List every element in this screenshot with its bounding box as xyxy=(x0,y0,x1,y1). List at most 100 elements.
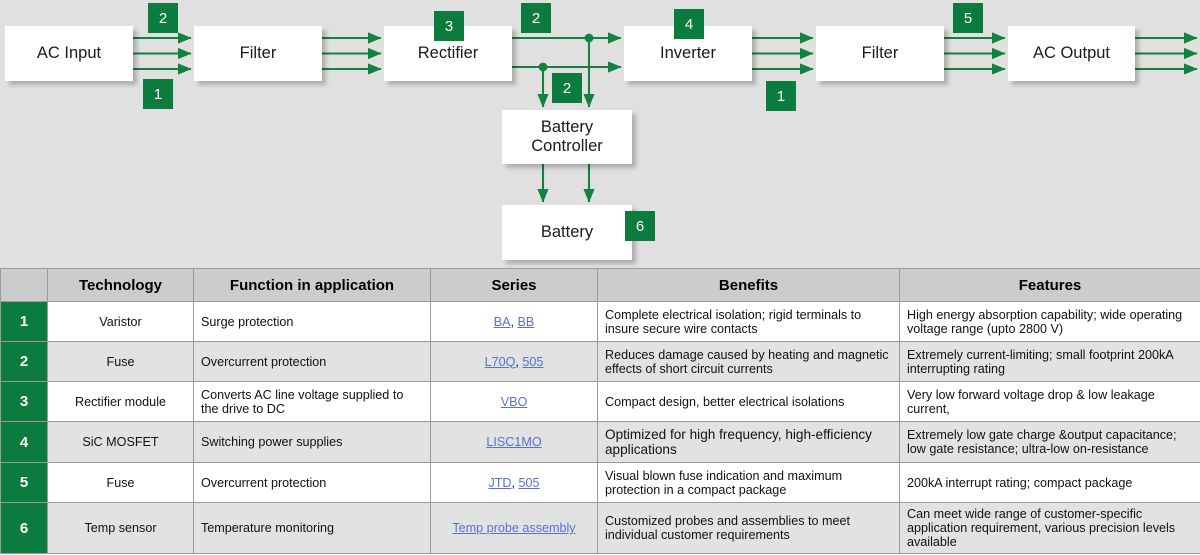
table-header-row: Technology Function in application Serie… xyxy=(0,268,1200,302)
series-separator: , xyxy=(511,475,519,490)
row-number-badge: 1 xyxy=(0,301,48,342)
cell-technology: Temp sensor xyxy=(47,502,194,554)
series-link[interactable]: JTD xyxy=(488,475,512,490)
badge-inverter-out-label: 1 xyxy=(776,87,786,105)
cell-benefits: Reduces damage caused by heating and mag… xyxy=(597,341,900,382)
cell-technology: Varistor xyxy=(47,301,194,342)
badge-ac-in-top-label: 2 xyxy=(158,9,168,27)
cell-technology: Fuse xyxy=(47,462,194,503)
series-link[interactable]: VBO xyxy=(500,394,528,409)
series-separator: , xyxy=(515,354,523,369)
cell-benefits: Visual blown fuse indication and maximum… xyxy=(597,462,900,503)
table-header: Technology Function in application Serie… xyxy=(0,268,1200,302)
column-header-function: Function in application xyxy=(193,268,431,302)
series-link[interactable]: BB xyxy=(517,314,535,329)
badge-battery-branch: 2 xyxy=(552,73,582,103)
component-spec-table: Technology Function in application Serie… xyxy=(0,268,1200,554)
row-number-badge: 4 xyxy=(0,421,48,463)
table-row: 2 Fuse Overcurrent protection L70Q, 505 … xyxy=(0,341,1200,382)
cell-features: Extremely low gate charge &output capaci… xyxy=(899,421,1200,463)
node-ac-input-label: AC Input xyxy=(36,44,102,63)
series-separator: , xyxy=(510,314,518,329)
cell-features: 200kA interrupt rating; compact package xyxy=(899,462,1200,503)
row-number-badge: 3 xyxy=(0,381,48,422)
cell-series: VBO xyxy=(430,381,598,422)
cell-function: Overcurrent protection xyxy=(193,462,431,503)
cell-function: Temperature monitoring xyxy=(193,502,431,554)
series-link[interactable]: BA xyxy=(493,314,511,329)
badge-inverter-label: 4 xyxy=(684,15,694,33)
cell-features: High energy absorption capability; wide … xyxy=(899,301,1200,342)
column-header-series: Series xyxy=(430,268,598,302)
node-battery-controller-label-line1: Battery xyxy=(540,118,594,137)
component-spec-table-container: Technology Function in application Serie… xyxy=(0,268,1200,555)
node-inverter-label: Inverter xyxy=(660,44,716,63)
table-row: 3 Rectifier module Converts AC line volt… xyxy=(0,381,1200,422)
table-row: 4 SiC MOSFET Switching power supplies LI… xyxy=(0,421,1200,463)
cell-benefits: Complete electrical isolation; rigid ter… xyxy=(597,301,900,342)
badge-ac-in-top: 2 xyxy=(148,3,178,33)
node-filter-input-label: Filter xyxy=(239,44,277,63)
node-ac-output-label: AC Output xyxy=(1032,44,1111,63)
row-number-badge: 6 xyxy=(0,502,48,554)
diagram-connectors xyxy=(133,32,1198,203)
cell-benefits: Optimized for high frequency, high-effic… xyxy=(597,421,900,463)
column-header-features: Features xyxy=(899,268,1200,302)
node-battery: Battery xyxy=(502,205,632,260)
cell-series: Temp probe assembly xyxy=(430,502,598,554)
row-number-badge: 2 xyxy=(0,341,48,382)
badge-inverter-out: 1 xyxy=(766,81,796,111)
cell-series: JTD, 505 xyxy=(430,462,598,503)
badge-rectifier-label: 3 xyxy=(444,17,454,35)
series-link[interactable]: LISC1MO xyxy=(486,435,542,449)
badge-filter-out-label: 5 xyxy=(963,9,973,27)
column-header-number xyxy=(0,268,48,302)
badge-battery: 6 xyxy=(625,211,655,241)
cell-technology: Fuse xyxy=(47,341,194,382)
badge-battery-branch-label: 2 xyxy=(562,79,572,97)
column-header-benefits: Benefits xyxy=(597,268,900,302)
node-battery-label: Battery xyxy=(540,223,594,242)
badge-inverter: 4 xyxy=(674,9,704,39)
series-link[interactable]: 505 xyxy=(522,354,544,369)
table-row: 5 Fuse Overcurrent protection JTD, 505 V… xyxy=(0,462,1200,503)
column-header-technology: Technology xyxy=(47,268,194,302)
series-link[interactable]: 505 xyxy=(518,475,540,490)
node-rectifier-label: Rectifier xyxy=(417,44,479,63)
cell-function: Converts AC line voltage supplied to the… xyxy=(193,381,431,422)
series-link[interactable]: L70Q xyxy=(484,354,516,369)
cell-benefits: Customized probes and assemblies to meet… xyxy=(597,502,900,554)
cell-function: Overcurrent protection xyxy=(193,341,431,382)
junction-dot-lower xyxy=(538,62,548,72)
cell-function: Surge protection xyxy=(193,301,431,342)
cell-function: Switching power supplies xyxy=(193,421,431,463)
cell-technology: Rectifier module xyxy=(47,381,194,422)
cell-features: Can meet wide range of customer-specific… xyxy=(899,502,1200,554)
table-row: 1 Varistor Surge protection BA, BB Compl… xyxy=(0,301,1200,342)
cell-series: L70Q, 505 xyxy=(430,341,598,382)
node-ac-input: AC Input xyxy=(5,26,133,81)
cell-benefits: Compact design, better electrical isolat… xyxy=(597,381,900,422)
block-diagram: AC Input Filter Rectifier Inverter Filte… xyxy=(0,0,1200,268)
cell-technology: SiC MOSFET xyxy=(47,421,194,463)
node-filter-output-label: Filter xyxy=(861,44,899,63)
badge-ac-in-bottom-label: 1 xyxy=(153,85,163,103)
cell-features: Extremely current-limiting; small footpr… xyxy=(899,341,1200,382)
badge-battery-label: 6 xyxy=(635,217,645,235)
table-body: 1 Varistor Surge protection BA, BB Compl… xyxy=(0,301,1200,554)
badge-dc-bus: 2 xyxy=(521,3,551,33)
node-ac-output: AC Output xyxy=(1008,26,1135,81)
badge-dc-bus-label: 2 xyxy=(531,9,541,27)
badge-ac-in-bottom: 1 xyxy=(143,79,173,109)
row-number-badge: 5 xyxy=(0,462,48,503)
table-row: 6 Temp sensor Temperature monitoring Tem… xyxy=(0,502,1200,554)
node-battery-controller: Battery Controller xyxy=(502,110,632,164)
badge-rectifier: 3 xyxy=(434,11,464,41)
cell-series: BA, BB xyxy=(430,301,598,342)
node-filter-output: Filter xyxy=(816,26,944,81)
badge-filter-out: 5 xyxy=(953,3,983,33)
node-battery-controller-label-line2: Controller xyxy=(531,137,603,155)
cell-series: LISC1MO xyxy=(430,421,598,463)
series-link[interactable]: Temp probe assembly xyxy=(452,521,576,535)
junction-dot-upper xyxy=(584,33,594,43)
